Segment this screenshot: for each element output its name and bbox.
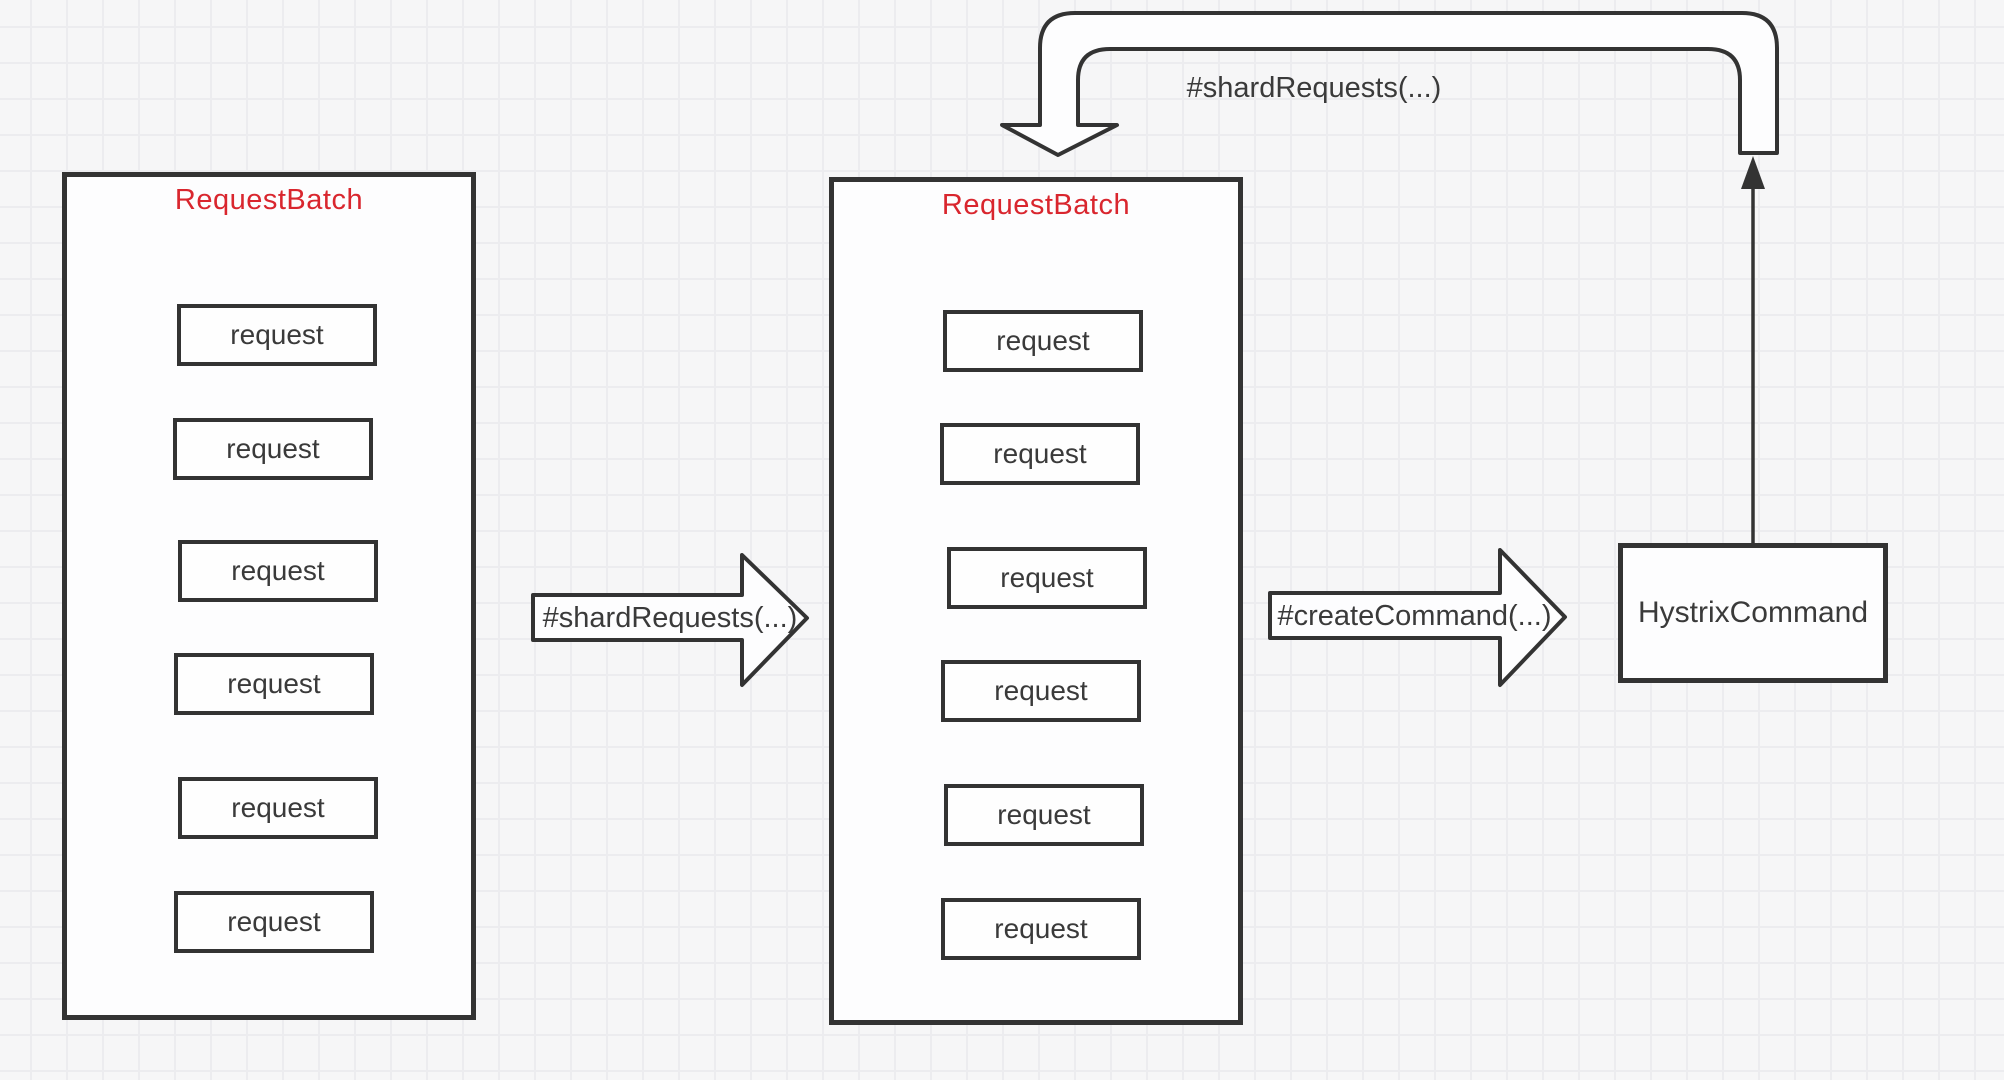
request-item: request: [173, 418, 373, 480]
request-item: request: [944, 784, 1144, 846]
request-batch-left: RequestBatch request request request req…: [62, 172, 476, 1020]
request-item: request: [943, 310, 1143, 372]
request-item: request: [941, 660, 1141, 722]
loop-arrow-label: #shardRequests(...): [1186, 71, 1442, 104]
loop-arrow-shape: [1000, 11, 1779, 157]
create-block-arrow: [1268, 548, 1567, 687]
hystrix-command-box: HystrixCommand: [1618, 543, 1888, 683]
create-arrow-label: #createCommand(...): [1277, 599, 1552, 632]
request-item: request: [947, 547, 1147, 609]
hystrix-up-arrowhead: [1741, 156, 1765, 189]
shard-block-arrow: [531, 553, 809, 687]
request-item: request: [178, 540, 378, 602]
request-item: request: [941, 898, 1141, 960]
request-batch-left-title: RequestBatch: [174, 184, 364, 216]
request-item: request: [177, 304, 377, 366]
request-item: request: [940, 423, 1140, 485]
request-item: request: [174, 653, 374, 715]
request-item: request: [174, 891, 374, 953]
shard-arrow-label: #shardRequests(...): [542, 601, 798, 634]
request-batch-middle: RequestBatch request request request req…: [829, 177, 1243, 1025]
request-batch-middle-title: RequestBatch: [941, 189, 1131, 221]
request-item: request: [178, 777, 378, 839]
